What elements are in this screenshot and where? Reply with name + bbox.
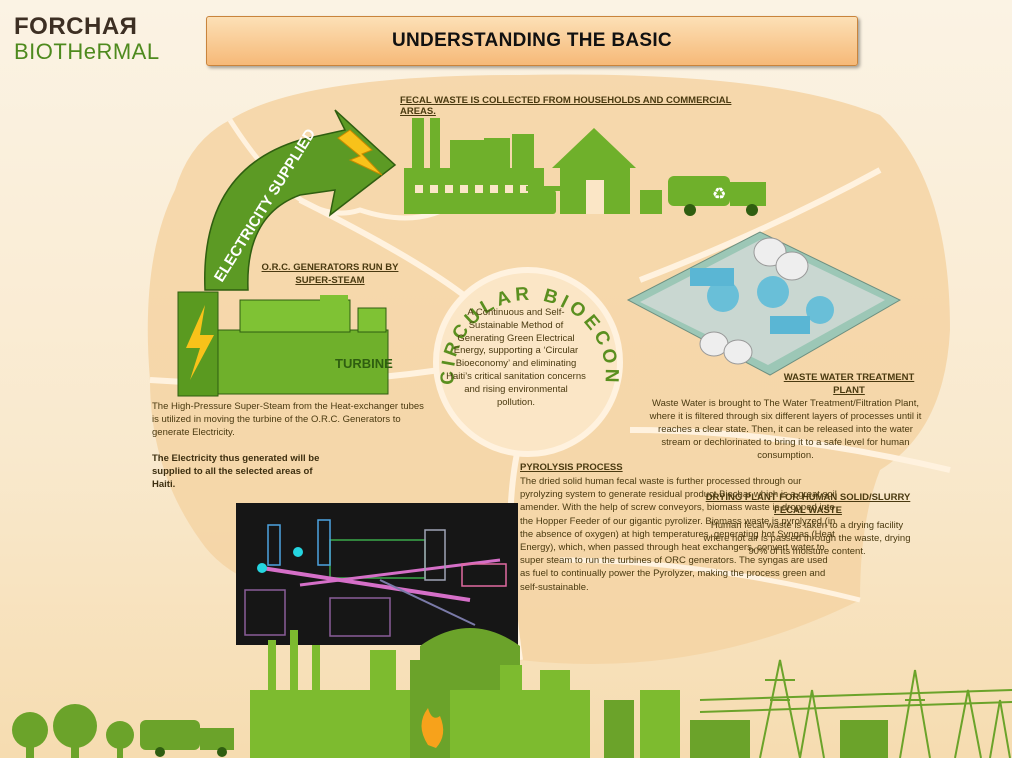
power-pylons bbox=[699, 659, 1012, 758]
wastewater-description: Waste Water is brought to The Water Trea… bbox=[649, 398, 922, 461]
title-banner: UNDERSTANDING THE BASIC bbox=[206, 16, 858, 66]
pyrolysis-heading: PYROLYSIS PROCESS bbox=[520, 462, 623, 473]
recycle-bin-icon bbox=[526, 186, 560, 214]
center-circle bbox=[433, 267, 623, 457]
drying-plant-heading: DRYING PLANT FOR HUMAN SOLID/SLURRY FECA… bbox=[705, 492, 911, 516]
divider-curve bbox=[298, 197, 472, 303]
bottom-transformers bbox=[690, 720, 888, 758]
pyrolysis-description: The dried solid human fecal waste is fur… bbox=[520, 476, 837, 593]
bottom-skyline bbox=[250, 628, 680, 758]
house-icon bbox=[552, 128, 636, 214]
orc-description: The High-Pressure Super-Steam from the H… bbox=[152, 401, 424, 438]
page-title: UNDERSTANDING THE BASIC bbox=[392, 30, 672, 51]
generator-bolt-icon bbox=[186, 305, 214, 380]
bottom-trees bbox=[12, 704, 134, 758]
pyrolysis-machinery bbox=[244, 519, 507, 637]
logo-line1: FORCHAЯ bbox=[14, 13, 138, 40]
trash-bin-icon bbox=[640, 190, 662, 214]
orc-heading: O.R.C. GENERATORS RUN BY SUPER-STEAM bbox=[261, 262, 399, 286]
logo-line2: BIOTHeRMAL bbox=[14, 39, 160, 64]
electricity-arrow bbox=[204, 109, 397, 291]
drying-plant-description: Human fecal waste is taken to a drying f… bbox=[703, 520, 911, 557]
factory-windows bbox=[415, 185, 528, 193]
circular-bioeconomy-description: A Continuous and Self-Sustainable Method… bbox=[446, 307, 586, 408]
recycle-icon: ♻ bbox=[712, 186, 726, 203]
wastewater-heading: WASTE WATER TREATMENT PLANT bbox=[783, 372, 915, 396]
bottom-truck-icon bbox=[140, 720, 234, 757]
garbage-truck-icon bbox=[668, 176, 766, 216]
forchar-logo: FORCHAЯ BIOTHeRMAL bbox=[14, 14, 164, 78]
turbine-label: TURBINE bbox=[335, 356, 393, 371]
orc-generator-icon bbox=[177, 291, 389, 397]
fecal-collection-heading: FECAL WASTE IS COLLECTED FROM HOUSEHOLDS… bbox=[400, 95, 732, 117]
flame-icon bbox=[421, 708, 444, 748]
divider-curve bbox=[629, 427, 951, 473]
electricity-note: The Electricity thus generated will be s… bbox=[152, 453, 320, 490]
factory-icon bbox=[404, 118, 544, 214]
wastewater-plant-icon bbox=[626, 231, 902, 376]
lightning-bolt-icon bbox=[337, 129, 383, 176]
divider-curve bbox=[638, 167, 882, 283]
divider-curve bbox=[559, 557, 861, 603]
